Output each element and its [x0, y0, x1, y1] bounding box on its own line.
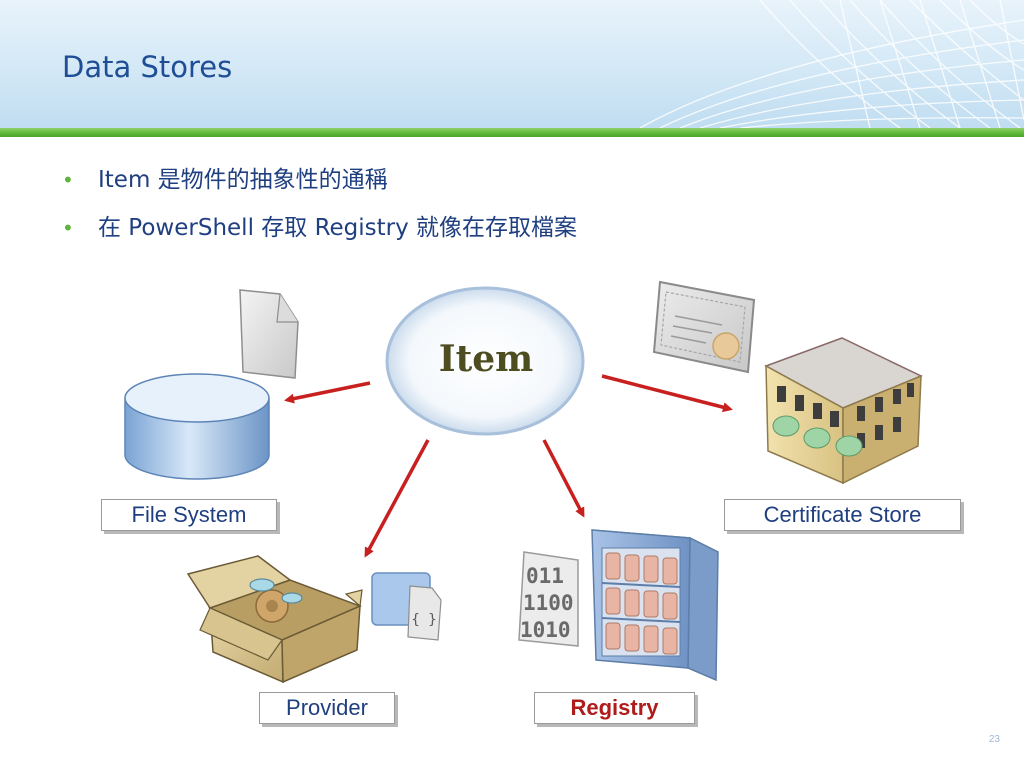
- bullet-dot-icon: •: [62, 168, 74, 192]
- provider-label: Provider: [259, 692, 395, 724]
- document-icon: [239, 289, 299, 379]
- mesh-decoration: [639, 0, 1024, 128]
- arrow-to-file-system: [284, 381, 371, 404]
- arrow-to-registry: [542, 439, 585, 518]
- bullet-text-1: Item 是物件的抽象性的通稱: [98, 167, 388, 193]
- file-system-label: File System: [101, 499, 277, 531]
- arrow-to-provider: [364, 439, 430, 558]
- arrows: [284, 374, 733, 558]
- arrow-to-certificate-store: [601, 374, 733, 413]
- package-box-icon: [186, 555, 363, 684]
- bullet-dot-icon: •: [62, 216, 74, 240]
- script-file-icon: { }: [371, 572, 442, 641]
- item-center-label: Item: [438, 338, 534, 380]
- database-cylinder-icon: [124, 373, 270, 480]
- certificate-store-label: Certificate Store: [724, 499, 961, 531]
- page-number: 23: [988, 734, 1000, 745]
- binary-sheet-icon: 011 1100 1010: [518, 551, 579, 647]
- item-ellipse: [385, 286, 585, 436]
- bullet-text-2: 在 PowerShell 存取 Registry 就像在存取檔案: [98, 215, 578, 241]
- building-icon: [764, 337, 923, 485]
- registry-label: Registry: [534, 692, 695, 724]
- braces-glyph: { }: [411, 612, 436, 628]
- certificate-icon: [652, 280, 756, 374]
- bullet-item-1: • Item 是物件的抽象性的通稱: [62, 160, 388, 194]
- header-divider: [0, 128, 1024, 137]
- bullet-item-2: • 在 PowerShell 存取 Registry 就像在存取檔案: [62, 208, 577, 242]
- binary-line-1: 011: [526, 564, 564, 588]
- binary-line-3: 1010: [520, 618, 571, 642]
- binary-line-2: 1100: [523, 591, 574, 615]
- registry-shelf-icon: [591, 529, 719, 682]
- header-band: Data Stores: [0, 0, 1024, 128]
- slide-title: Data Stores: [62, 50, 233, 84]
